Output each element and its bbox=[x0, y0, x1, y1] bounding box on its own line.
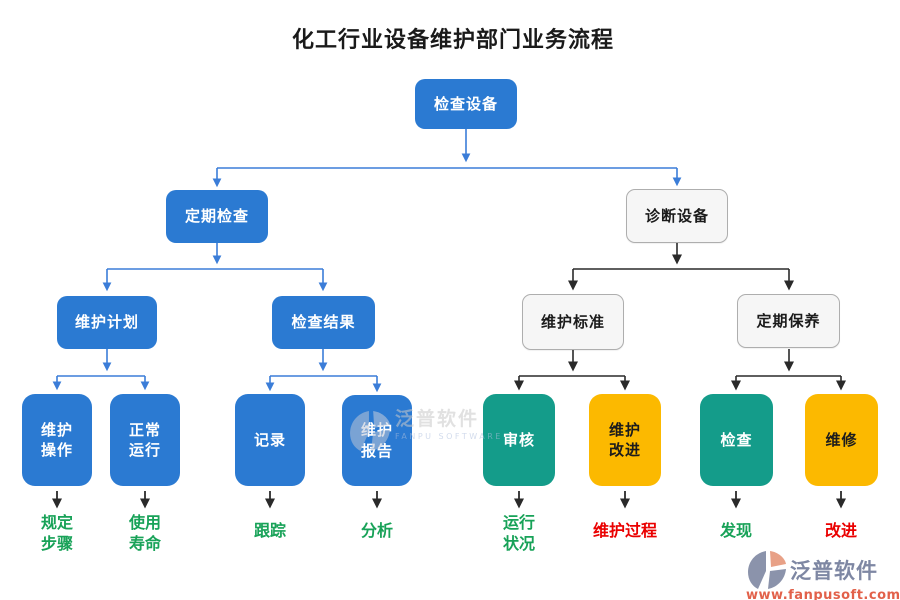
outcome-tracking: 跟踪 bbox=[253, 521, 287, 540]
node-label: 维护计划 bbox=[74, 313, 139, 332]
node-maintenance-operation: 维护 操作 bbox=[22, 394, 92, 486]
node-label: 定期检查 bbox=[184, 207, 249, 226]
outcome-discovery: 发现 bbox=[719, 521, 753, 540]
fanpu-logo-icon bbox=[748, 551, 786, 589]
node-diagnose-equipment: 诊断设备 bbox=[626, 189, 728, 243]
node-maintenance-plan: 维护计划 bbox=[57, 296, 157, 349]
node-label: 检查结果 bbox=[291, 313, 356, 332]
node-label: 维护 操作 bbox=[40, 420, 73, 459]
outcome-arrows bbox=[52, 491, 846, 509]
node-normal-operation: 正常 运行 bbox=[110, 394, 180, 486]
fanpu-logo-icon bbox=[350, 411, 390, 451]
blue-edges bbox=[52, 129, 682, 393]
node-periodic-inspection: 定期检查 bbox=[166, 190, 268, 243]
outcome-analysis: 分析 bbox=[360, 521, 394, 540]
footer-url: www.fanpusoft.com bbox=[746, 588, 900, 600]
node-inspect-equipment: 检查设备 bbox=[415, 79, 517, 129]
watermark-brand: 泛普软件 bbox=[395, 408, 480, 430]
node-label: 检查设备 bbox=[433, 94, 498, 113]
outcome-improvement: 改进 bbox=[824, 521, 858, 540]
node-label: 审核 bbox=[502, 430, 535, 449]
node-label: 正常 运行 bbox=[128, 420, 161, 459]
watermark-subtitle: FANPU SOFTWARE bbox=[395, 431, 503, 441]
outcome-service-life: 使用 寿命 bbox=[128, 513, 162, 553]
node-record: 记录 bbox=[235, 394, 305, 486]
outcome-running-status: 运行 状况 bbox=[502, 513, 536, 553]
black-edges bbox=[514, 243, 846, 391]
node-label: 维护标准 bbox=[540, 312, 605, 331]
outcome-prescribed-steps: 规定 步骤 bbox=[40, 513, 74, 553]
node-label: 记录 bbox=[253, 430, 286, 449]
node-maintenance-standard: 维护标准 bbox=[522, 294, 624, 350]
footer-brand: 泛普软件 bbox=[790, 559, 878, 583]
node-label: 维护 改进 bbox=[608, 420, 641, 459]
footer-watermark: 泛普软件 www.fanpusoft.com bbox=[746, 550, 900, 600]
node-repair: 维修 bbox=[805, 394, 878, 486]
node-maintenance-improvement: 维护 改进 bbox=[589, 394, 661, 486]
node-inspect: 检查 bbox=[700, 394, 773, 486]
outcome-maintenance-process: 维护过程 bbox=[592, 521, 658, 540]
center-watermark: 泛普软件 FANPU SOFTWARE bbox=[349, 409, 503, 453]
node-label: 维修 bbox=[825, 430, 858, 449]
node-label: 检查 bbox=[720, 430, 753, 449]
node-inspection-result: 检查结果 bbox=[272, 296, 375, 349]
node-label: 定期保养 bbox=[756, 311, 821, 330]
page-title: 化工行业设备维护部门业务流程 bbox=[291, 28, 614, 53]
node-periodic-upkeep: 定期保养 bbox=[737, 294, 840, 348]
node-label: 诊断设备 bbox=[644, 206, 709, 225]
node-audit: 审核 bbox=[483, 394, 555, 486]
